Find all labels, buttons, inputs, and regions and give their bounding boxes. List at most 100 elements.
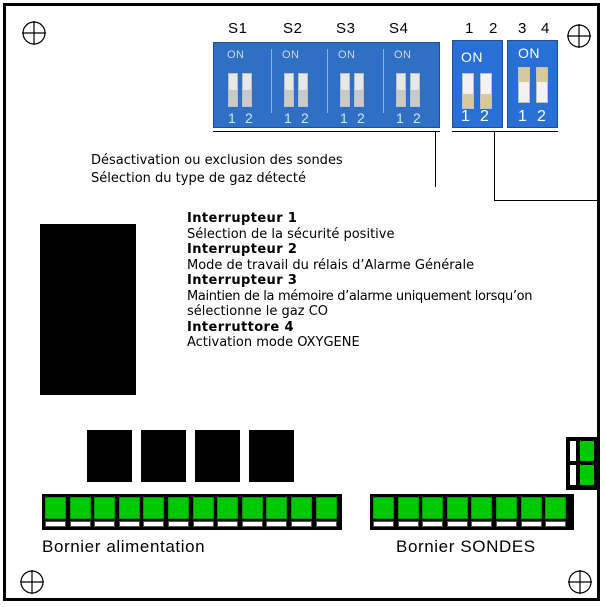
switch-title: Interrupteur 2: [187, 242, 298, 257]
dip-lever[interactable]: [242, 73, 252, 107]
power-terminal: [266, 497, 288, 519]
dip-lever[interactable]: [480, 73, 492, 109]
power-terminal: [118, 497, 140, 519]
dip-lever[interactable]: [354, 73, 364, 107]
dip-lever[interactable]: [228, 73, 238, 107]
sensor-terminal-base: [446, 521, 468, 527]
sensor-terminal: [422, 497, 444, 519]
sensor-terminal: [520, 497, 542, 519]
power-terminal: [241, 497, 263, 519]
relay-block: [195, 430, 240, 482]
power-terminal-base: [266, 521, 288, 527]
leader-line: [494, 131, 495, 201]
power-terminal-base: [291, 521, 312, 527]
sensor-terminal-label: Bornier SONDES: [396, 537, 536, 556]
sensor-terminal: [446, 497, 468, 519]
dip-lever[interactable]: [536, 67, 548, 103]
power-terminal-base: [143, 521, 165, 527]
dip-switch-bank-s: ON ON ON ON 1 2 1 2 1 2 1 2: [213, 42, 440, 128]
dip-lever[interactable]: [518, 67, 530, 103]
power-terminal-base: [118, 521, 140, 527]
position-number: 1: [340, 110, 348, 126]
leader-line: [435, 131, 436, 187]
power-terminal: [168, 497, 189, 519]
switch-label-2: 2: [489, 20, 498, 37]
dip-lever[interactable]: [298, 73, 308, 107]
on-marking: ON: [227, 49, 245, 61]
power-terminal: [291, 497, 312, 519]
sensor-terminal-base: [422, 521, 444, 527]
position-number: 2: [413, 110, 421, 126]
on-marking: ON: [338, 49, 356, 61]
sensor-terminal-base: [496, 521, 517, 527]
position-number: 2: [537, 108, 546, 125]
switch-title: Interrupteur 3: [187, 273, 298, 288]
power-terminal: [143, 497, 165, 519]
position-number: 2: [301, 110, 309, 126]
power-terminal: [94, 497, 116, 519]
on-marking: ON: [518, 45, 540, 61]
switch-title: Interruttore 4: [187, 319, 294, 335]
switch-legend: Interrupteur 1 Sélection de la sécurité …: [187, 211, 532, 351]
switch-label-s1: S1: [228, 20, 248, 37]
description-line: Sélection du type de gaz détecté: [91, 171, 306, 186]
switch-label-1: 1: [465, 20, 474, 37]
dip-switch-bank-12: ON 1 2: [452, 40, 503, 128]
dip-lever[interactable]: [410, 73, 420, 107]
board-frame: [3, 3, 600, 601]
sensor-terminal: [545, 497, 567, 519]
sensor-terminal: [471, 497, 493, 519]
power-terminal-base: [168, 521, 189, 527]
position-number: 2: [480, 108, 489, 125]
relay-block: [40, 224, 136, 395]
on-marking: ON: [282, 49, 300, 61]
power-terminal-base: [69, 521, 91, 527]
dip-lever[interactable]: [284, 73, 294, 107]
crosshair-icon: [20, 570, 44, 594]
power-terminal-base: [217, 521, 239, 527]
power-terminal-base: [241, 521, 263, 527]
switch-label-3: 3: [518, 20, 527, 37]
sensor-terminal-base: [397, 521, 419, 527]
position-number: 1: [518, 108, 527, 125]
power-terminal: [192, 497, 214, 519]
dip-lever[interactable]: [396, 73, 406, 107]
power-terminal: [45, 497, 66, 519]
crosshair-icon: [22, 21, 46, 45]
sensor-terminal: [397, 497, 419, 519]
leader-line: [452, 131, 558, 132]
dip-switch-bank-34: ON 1 2: [507, 40, 558, 128]
relay-block: [87, 430, 132, 482]
position-number: 1: [228, 110, 236, 126]
sensor-terminal-base: [520, 521, 542, 527]
power-terminal-base: [315, 521, 337, 527]
sensor-terminal: [496, 497, 517, 519]
relay-block: [141, 430, 186, 482]
on-marking: ON: [394, 49, 412, 61]
power-terminal: [217, 497, 239, 519]
switch-description: Mode de travail du rélais d’Alarme Génér…: [187, 257, 475, 273]
description-line: Désactivation ou exclusion des sondes: [91, 153, 343, 168]
switch-description: sélectionne le gaz CO: [187, 304, 329, 319]
switch-label-s2: S2: [283, 20, 303, 37]
switch-description: Sélection de la sécurité positive: [187, 226, 395, 242]
dip-lever[interactable]: [462, 73, 474, 109]
power-terminal-base: [45, 521, 66, 527]
sensor-terminal-base: [545, 521, 567, 527]
crosshair-icon: [567, 24, 591, 48]
relay-block: [249, 430, 294, 482]
switch-label-4: 4: [541, 20, 550, 37]
switch-title: Interrupteur 1: [187, 211, 298, 226]
position-number: 2: [245, 110, 253, 126]
power-terminal: [69, 497, 91, 519]
position-number: 1: [284, 110, 292, 126]
jumper-connector: [566, 437, 598, 490]
on-marking: ON: [461, 49, 483, 65]
switch-description: Activation mode OXYGENE: [187, 335, 360, 350]
crosshair-icon: [568, 570, 592, 594]
leader-line: [213, 131, 440, 132]
sensor-terminal-base: [471, 521, 493, 527]
switch-description: Maintien de la mémoire d’alarme uniqueme…: [187, 288, 533, 304]
dip-lever[interactable]: [340, 73, 350, 107]
position-number: 1: [396, 110, 404, 126]
